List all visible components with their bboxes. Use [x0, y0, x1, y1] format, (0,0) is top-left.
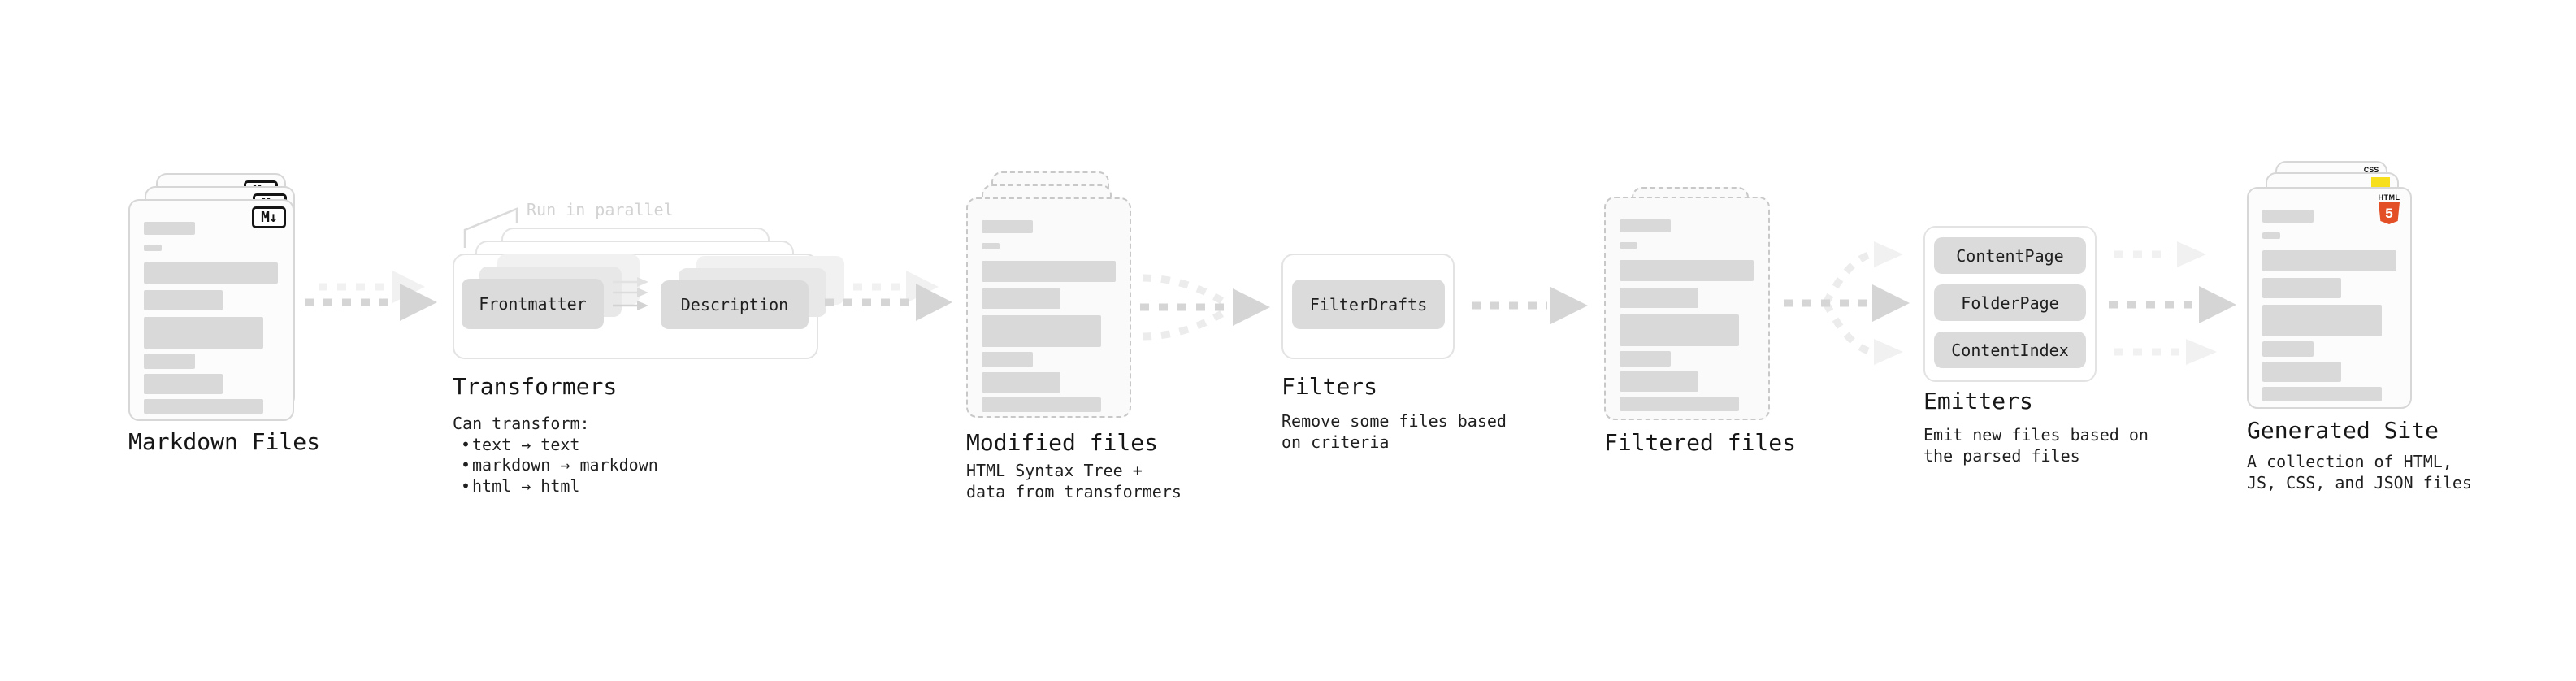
modified-files-stack [966, 171, 1137, 423]
markdown-files-stack: M↓ M↓ M↓ [128, 173, 299, 425]
modified-files-description: HTML Syntax Tree + data from transformer… [966, 461, 1182, 501]
generated-site-title: Generated Site [2247, 417, 2439, 444]
document-text-placeholder [1606, 198, 1768, 411]
run-in-parallel-label: Run in parallel [527, 200, 674, 219]
modified-files-title: Modified files [966, 429, 1159, 456]
filters-title: Filters [1281, 373, 1378, 400]
emitters-title: Emitters [1923, 388, 2033, 414]
generated-site-stack: CSS HTML 5 [2247, 161, 2418, 413]
contentpage-chip: ContentPage [1934, 237, 2086, 274]
html5-icon: HTML 5 [2377, 193, 2401, 224]
markdown-files-title: Markdown Files [128, 428, 321, 455]
filtered-files-title: Filtered files [1604, 429, 1797, 456]
arrow-transformers-to-modified [825, 271, 952, 321]
transformers-title: Transformers [453, 373, 618, 400]
folderpage-chip: FolderPage [1934, 284, 2086, 321]
filtered-files-stack [1604, 187, 1775, 423]
frontmatter-chip: Frontmatter [462, 279, 604, 329]
arrow-modified-to-filters [1140, 274, 1270, 340]
filters-description: Remove some files based on criteria [1281, 411, 1507, 452]
js-icon [2371, 177, 2390, 189]
can-transform-line: Can transform: [453, 414, 590, 433]
arrow-emitters-to-generated [2109, 241, 2236, 365]
html-file-card: HTML 5 [2247, 187, 2412, 409]
transformer-step-arrows [613, 277, 648, 310]
run-in-parallel-connector [463, 207, 518, 248]
filterdrafts-chip: FilterDrafts [1292, 280, 1445, 329]
emitters-description: Emit new files based on the parsed files [1923, 425, 2149, 466]
filtered-file-card-front [1604, 197, 1770, 420]
modified-file-card-front [966, 197, 1131, 418]
arrow-filtered-to-emitters [1784, 241, 1910, 365]
description-chip: Description [661, 280, 809, 329]
bullet-item: •html → html [461, 475, 580, 496]
markdown-icon: M↓ [252, 206, 286, 228]
arrow-filters-to-filtered [1472, 287, 1588, 324]
document-text-placeholder [130, 201, 293, 414]
bullet-item: •markdown → markdown [461, 455, 658, 475]
document-text-placeholder [2249, 189, 2410, 401]
transformers-description: Can transform: •text → text •markdown → … [453, 414, 658, 497]
document-text-placeholder [968, 199, 1130, 412]
bullet-item: •text → text [461, 434, 580, 454]
generated-site-description: A collection of HTML, JS, CSS, and JSON … [2247, 452, 2472, 492]
arrow-markdown-to-transformers [305, 271, 437, 321]
markdown-file-card-front: M↓ [128, 199, 294, 421]
contentindex-chip: ContentIndex [1934, 332, 2086, 368]
